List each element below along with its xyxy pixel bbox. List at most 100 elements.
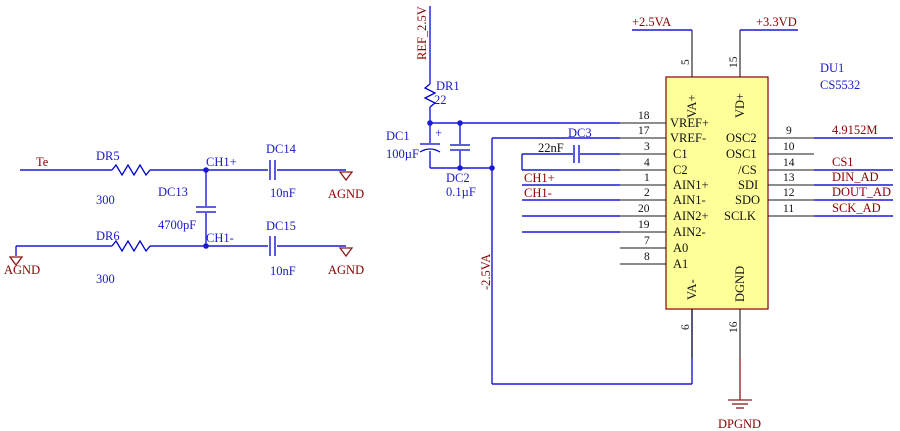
digital-ground: DPGND <box>718 358 761 431</box>
dr6-value: 300 <box>96 272 115 286</box>
resistor-dr6 <box>111 239 151 253</box>
dc15-ref: DC15 <box>266 219 296 233</box>
capacitor-dc13: DC13 4700pF <box>158 170 216 246</box>
pin-12-num: 12 <box>783 187 795 199</box>
pin-16-num: 16 <box>728 321 740 333</box>
pin-11-name: SCLK <box>724 209 756 223</box>
agnd-symbol-left <box>8 256 24 267</box>
pin-2-num: 2 <box>644 187 650 199</box>
analog-inputs: CH1+ CH1- <box>522 171 620 233</box>
net-label-va-minus: -2.5VA <box>479 254 493 290</box>
pin-6-num: 6 <box>680 324 692 330</box>
dr6-ref: DR6 <box>96 229 120 243</box>
net-label-osc: 4.9152M <box>832 123 878 137</box>
ic-left-pins: 18 VREF+ 17 VREF- 3 C1 4 C2 1 AIN1+ 2 AI… <box>620 110 709 271</box>
pin-17-name: VREF- <box>670 131 706 145</box>
pin-16-name: DGND <box>733 266 747 302</box>
input-filter-ch1p: Te DR5 300 CH1+ DC14 10nF AGND <box>20 142 364 207</box>
dc1-plate-b <box>419 148 441 153</box>
net-label-ch1p-ic: CH1+ <box>524 171 555 185</box>
net-label-ch1n-left: CH1- <box>206 231 234 245</box>
pin-20-name: AIN2+ <box>673 209 709 223</box>
net-label-te: Te <box>36 155 49 169</box>
pin-4-num: 4 <box>644 157 650 169</box>
pin-13-name: SDI <box>738 178 758 192</box>
pin-15-name: VD+ <box>733 93 747 118</box>
ic-part-number: CS5532 <box>820 78 860 92</box>
capacitor-dc3: DC3 22nF <box>521 126 620 171</box>
dc14-value: 10nF <box>270 186 296 200</box>
ic-bottom-pins: 6 VA- 16 DGND <box>680 266 747 358</box>
junction-va-minus <box>489 165 495 171</box>
pin-10-num: 10 <box>783 141 795 153</box>
digital-signals: 4.9152M CS1 DIN_AD DOUT_AD SCK_AD <box>814 123 893 217</box>
input-filter-ch1n: AGND DR6 300 CH1- DC15 10nF AGND <box>4 219 364 286</box>
agnd-label-left: AGND <box>4 263 40 277</box>
dr1-ref: DR1 <box>436 79 460 93</box>
dc14-ref: DC14 <box>266 142 297 156</box>
dc1-polarity: + <box>435 126 442 140</box>
agnd-symbol-bottom <box>338 247 354 258</box>
pin-5-num: 5 <box>680 59 692 65</box>
pin-6-name: VA- <box>685 279 699 300</box>
pin-3-num: 3 <box>644 141 650 153</box>
agnd-label-bottom: AGND <box>328 263 364 277</box>
junction-dc2-bottom <box>457 165 463 171</box>
net-label-cs: CS1 <box>832 155 854 169</box>
resistor-dr1 <box>423 83 437 108</box>
net-label-ch1n-ic: CH1- <box>524 186 552 200</box>
ic-right-pins: 9 OSC2 10 OSC1 14 /CS 13 SDI 12 SDO 11 S… <box>724 125 814 223</box>
pin-14-name: /CS <box>738 163 757 177</box>
dc2-value: 0.1µF <box>446 185 476 199</box>
pin-1-name: AIN1+ <box>673 178 709 192</box>
pin-7-name: A0 <box>673 241 688 255</box>
pin-18-num: 18 <box>638 110 650 122</box>
pin-8-name: A1 <box>673 257 688 271</box>
pin-12-name: SDO <box>735 193 760 207</box>
agnd-label-top: AGND <box>328 187 364 201</box>
net-label-sck: SCK_AD <box>832 201 881 215</box>
pin-9-num: 9 <box>786 125 792 137</box>
ic-top-pins: 5 VA+ 15 VD+ <box>680 30 747 118</box>
dr5-ref: DR5 <box>96 149 120 163</box>
dc15-value: 10nF <box>270 264 296 278</box>
dr5-value: 300 <box>96 193 115 207</box>
pin-15-num: 15 <box>728 56 740 68</box>
pin-7-num: 7 <box>644 235 650 247</box>
pin-3-name: C1 <box>673 147 688 161</box>
dc13-value: 4700pF <box>158 218 196 232</box>
pin-5-name: VA+ <box>685 95 699 119</box>
pin-10-name: OSC1 <box>726 147 757 161</box>
ic-du1: DU1 CS5532 18 VREF+ 17 VREF- 3 C1 4 C2 1… <box>620 30 860 358</box>
junction-ch1n <box>203 243 209 249</box>
ic-designator: DU1 <box>820 61 844 75</box>
net-label-vd-plus: +3.3VD <box>756 15 797 29</box>
pin-13-num: 13 <box>783 172 795 184</box>
pin-14-num: 14 <box>783 157 795 169</box>
dc2-ref: DC2 <box>446 171 470 185</box>
pin-9-name: OSC2 <box>726 131 757 145</box>
pin-4-name: C2 <box>673 163 688 177</box>
net-label-dout: DOUT_AD <box>832 185 891 199</box>
power-rails: +2.5VA +3.3VD <box>632 15 798 31</box>
pin-1-num: 1 <box>644 172 650 184</box>
pin-19-name: AIN2- <box>673 225 706 239</box>
net-label-ch1p-left: CH1+ <box>206 155 237 169</box>
dc1-value: 100µF <box>386 147 419 161</box>
resistor-dr5 <box>111 163 151 177</box>
net-label-va-plus: +2.5VA <box>632 15 671 29</box>
pin-20-num: 20 <box>638 203 650 215</box>
agnd-symbol-top <box>338 171 354 182</box>
ic-body <box>665 76 769 310</box>
dc1-ref: DC1 <box>386 129 410 143</box>
dc13-ref: DC13 <box>158 185 188 199</box>
dc3-value: 22nF <box>538 141 564 155</box>
dc3-ref: DC3 <box>568 126 592 140</box>
pin-8-num: 8 <box>644 251 650 263</box>
pin-11-num: 11 <box>783 203 794 215</box>
reference-network: REF_2.5V DR1 22 + DC1 100µF DC2 0.1µF -2… <box>386 6 693 385</box>
dpgnd-label: DPGND <box>718 417 761 431</box>
net-label-din: DIN_AD <box>832 170 879 184</box>
pin-17-num: 17 <box>638 125 650 137</box>
